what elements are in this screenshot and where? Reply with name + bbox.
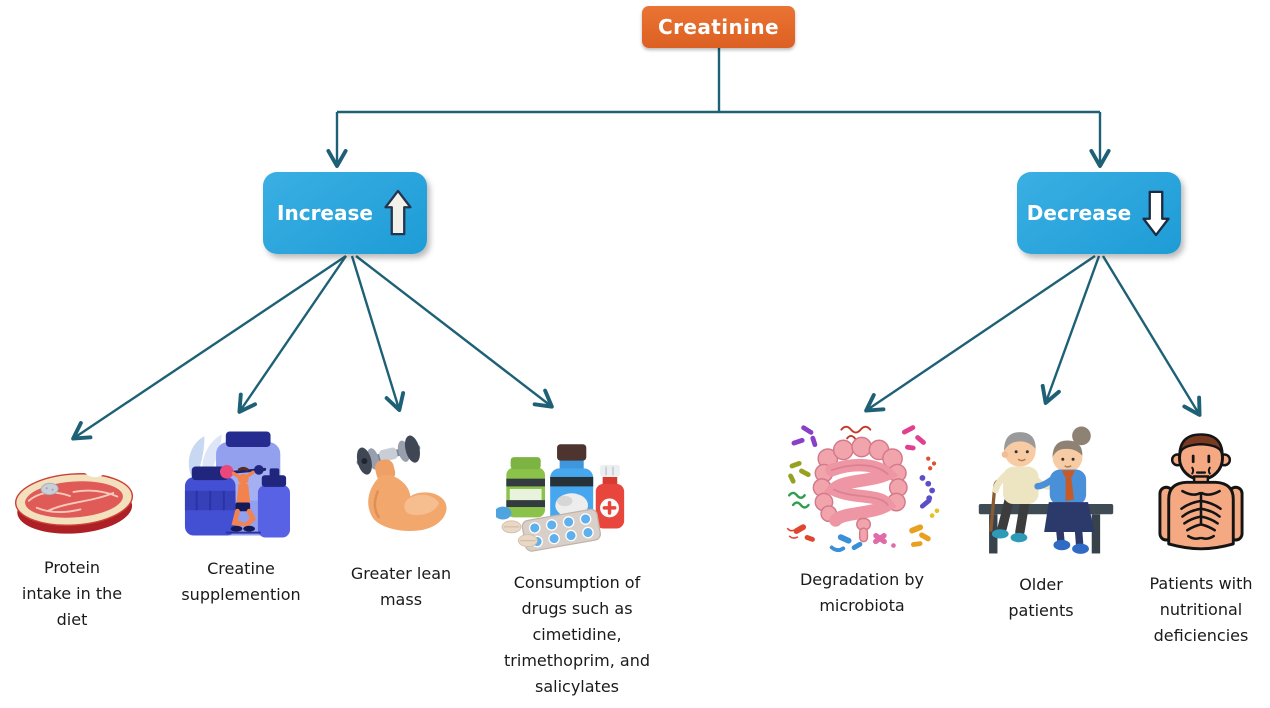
increase-label: Increase [277,201,373,225]
root-node-label: Creatinine [658,15,779,39]
down-block-arrow-icon [1142,190,1170,237]
decrease-label: Decrease [1026,201,1132,225]
gut-microbiota-illustration [786,425,940,553]
item-caption-protein-intake: Protein intake in the diet [21,558,123,629]
branch-node-increase: Increase [263,172,427,254]
item-caption-microbiota: Degradation by microbiota [799,570,925,615]
item-caption-drugs: Consumption of drugs such as cimetidine,… [504,573,650,696]
creatine-supplements-illustration [184,431,290,538]
up-block-arrow-icon [384,189,412,236]
elderly-couple-illustration [978,426,1114,554]
item-caption-older-patients: Older patients [1008,575,1074,620]
item-caption-creatine: Creatine supplemention [181,559,301,604]
item-caption-nutritional-deficiencies: Patients with nutritional deficiencies [1149,574,1253,645]
steak-illustration [14,452,134,534]
root-node-creatinine: Creatinine [642,6,795,48]
item-caption-lean-mass: Greater lean mass [350,564,452,609]
medicines-illustration [496,444,625,552]
branch-node-decrease: Decrease [1017,172,1181,254]
malnourished-patient-illustration [1158,433,1244,551]
muscular-arm-dumbbell-illustration [356,435,447,531]
